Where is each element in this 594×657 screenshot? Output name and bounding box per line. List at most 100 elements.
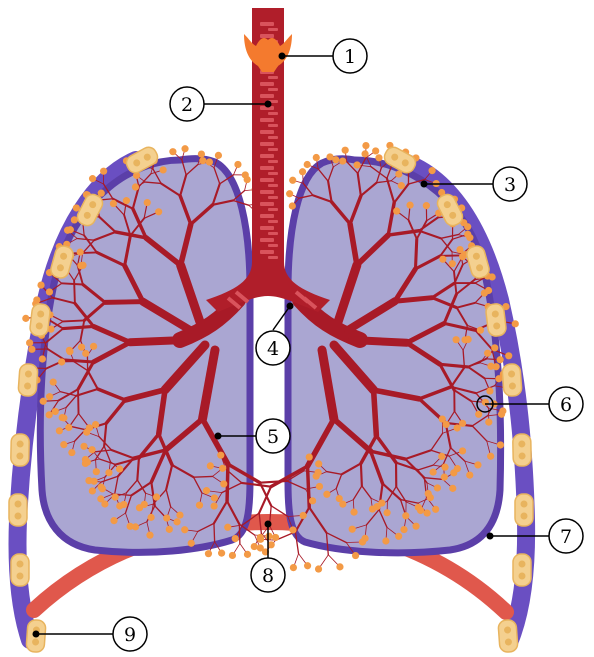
alveolus: [244, 176, 251, 183]
rib-dot: [15, 500, 22, 507]
alveolus: [316, 483, 323, 490]
alveolus: [487, 363, 494, 370]
alveolus: [169, 148, 176, 155]
alveolus: [465, 336, 472, 343]
callout-1: 1: [279, 39, 368, 73]
alveolus: [439, 415, 446, 422]
rib-dot: [520, 500, 527, 507]
bronchus: [361, 463, 362, 485]
trachea-ring: [268, 76, 278, 79]
alveolus: [289, 526, 296, 533]
alveolus: [116, 502, 123, 509]
alveolus: [127, 523, 134, 530]
alveolus: [417, 507, 424, 514]
alveolus: [315, 460, 322, 467]
trachea-ring: [260, 154, 274, 158]
bronchus: [194, 476, 213, 477]
alveolus: [60, 414, 67, 421]
alveolus: [101, 500, 108, 507]
bronchus: [214, 523, 215, 541]
trachea-ring: [268, 136, 278, 139]
alveolus: [459, 253, 466, 260]
alveolus: [429, 167, 436, 174]
alveolus: [234, 161, 241, 168]
alveolus: [153, 493, 160, 500]
alveolus: [37, 282, 44, 289]
rib-dot: [518, 560, 525, 567]
callout-8: 8: [251, 521, 285, 593]
alveolus: [342, 147, 349, 154]
callout-number: 3: [504, 174, 516, 196]
trachea-ring: [268, 148, 278, 151]
rib-segment: [513, 554, 531, 586]
alveolus: [265, 533, 272, 540]
alveolus: [203, 487, 210, 494]
alveolus: [173, 518, 180, 525]
trachea-ring: [268, 232, 278, 235]
alveolus: [50, 378, 57, 385]
callout-anchor-dot: [215, 433, 222, 440]
rib-dot: [14, 512, 21, 519]
alveolus: [217, 452, 224, 459]
alveolus: [28, 346, 35, 353]
alveolus: [382, 537, 389, 544]
bronchus: [74, 281, 75, 304]
alveolus: [306, 453, 313, 460]
alveolus: [454, 424, 461, 431]
trachea-ring: [268, 196, 278, 199]
rib: [18, 363, 38, 396]
alveolus: [211, 494, 218, 501]
rib: [515, 494, 533, 526]
trachea-ring: [260, 82, 274, 86]
alveolus: [188, 540, 195, 547]
alveolus: [218, 550, 225, 557]
trachea-ring: [268, 184, 278, 187]
trachea-ring: [260, 202, 274, 206]
alveolus: [163, 514, 170, 521]
alveolus: [459, 447, 466, 454]
alveolus: [160, 166, 167, 173]
alveolus: [304, 161, 311, 168]
alveolus: [336, 495, 343, 502]
alveolus: [412, 523, 419, 530]
alveolus: [77, 249, 84, 256]
alveolus: [147, 514, 154, 521]
alveolus: [406, 202, 413, 209]
alveolus: [304, 562, 311, 569]
alveolus: [146, 532, 153, 539]
bronchus: [63, 320, 84, 321]
trachea-ring: [260, 226, 274, 230]
rib: [485, 303, 507, 337]
bronchus: [239, 524, 240, 543]
alveolus: [300, 512, 307, 519]
alveolus: [432, 506, 439, 513]
rib-segment: [11, 554, 29, 586]
alveolus: [450, 469, 457, 476]
trachea-ring: [260, 142, 274, 146]
callout-number: 1: [344, 46, 356, 68]
trachea-ring: [268, 244, 278, 247]
bronchus: [415, 239, 416, 269]
alveolus: [219, 465, 226, 472]
callout-number: 6: [560, 394, 572, 416]
rib: [11, 554, 29, 586]
alveolus: [65, 424, 72, 431]
alveolus: [83, 429, 90, 436]
rib-segment: [11, 434, 30, 466]
alveolus: [93, 468, 100, 475]
bronchus: [62, 283, 83, 284]
alveolus: [313, 154, 320, 161]
alveolus: [350, 509, 357, 516]
alveolus: [352, 552, 359, 559]
rib-segment: [9, 494, 27, 526]
alveolus: [439, 256, 446, 263]
rib-segment: [18, 363, 38, 396]
rib: [9, 494, 27, 526]
trachea-ring: [260, 118, 274, 122]
alveolus: [60, 441, 67, 448]
alveolus: [441, 474, 448, 481]
trachea-ring: [268, 88, 278, 91]
alveolus: [52, 408, 59, 415]
alveolus: [449, 260, 456, 267]
